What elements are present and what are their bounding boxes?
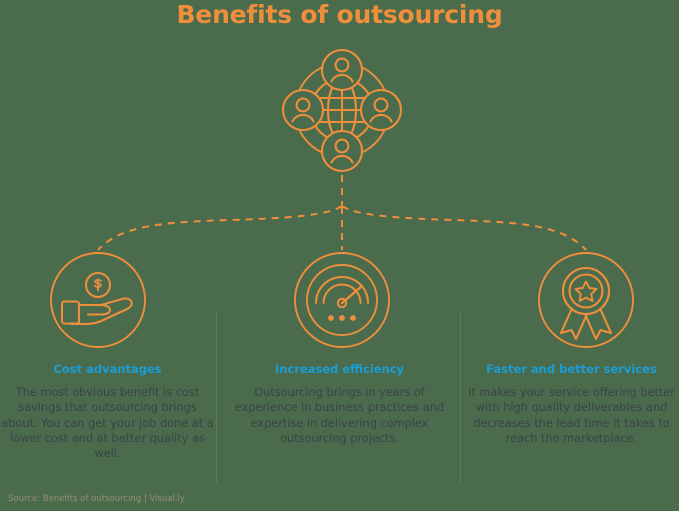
connector-left [97, 205, 343, 251]
benefit-column-2: Increased efficiency Outsourcing brings … [232, 362, 447, 446]
avatar-left-icon [281, 88, 325, 132]
avatar-top-icon [320, 48, 364, 92]
benefit-heading-2: Increased efficiency [274, 362, 405, 376]
icon-circle-1 [50, 252, 146, 348]
connector-right [341, 205, 587, 251]
hand-holding-coin-icon [50, 252, 146, 348]
source-credit: Source: Benefits of outsourcing | Visual… [8, 494, 185, 504]
icon-circle-2 [294, 252, 390, 348]
icon-circle-3 [538, 252, 634, 348]
dashed-connectors [97, 175, 587, 251]
global-network-globe-icon [281, 48, 403, 173]
benefit-heading-3: Faster and better services [486, 362, 657, 376]
award-ribbon-icon [538, 252, 634, 348]
column-divider-2 [460, 310, 461, 484]
column-divider-1 [216, 310, 217, 484]
avatar-bottom-icon [320, 129, 364, 173]
benefit-column-3: Faster and better services It makes your… [464, 362, 679, 446]
benefit-body-3: It makes your service offering better wi… [468, 386, 675, 445]
benefit-column-1: Cost advantages The most obvious benefit… [0, 362, 215, 461]
benefit-heading-1: Cost advantages [53, 362, 162, 376]
benefit-body-2: Outsourcing brings in years of experienc… [234, 386, 445, 445]
avatar-right-icon [359, 88, 403, 132]
page-title: Benefits of outsourcing [176, 0, 503, 29]
benefit-body-1: The most obvious benefit is cost savings… [1, 386, 214, 461]
speedometer-gauge-icon [294, 252, 390, 348]
